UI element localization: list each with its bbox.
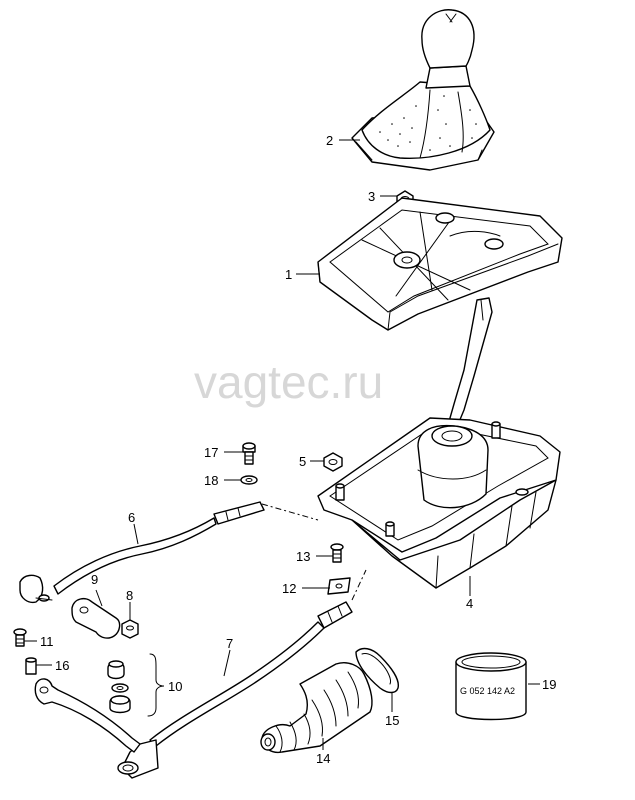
label-19: 19: [542, 677, 556, 692]
lever-arm: [34, 678, 141, 753]
bellows-boot-14: [260, 662, 373, 754]
o-ring-15: [355, 647, 399, 694]
label-8: 8: [126, 588, 133, 603]
label-2: 2: [326, 133, 333, 148]
label-14: 14: [316, 751, 330, 766]
bushing-set-10: [107, 653, 165, 717]
label-18: 18: [204, 473, 218, 488]
bolt-13: [330, 543, 344, 563]
label-11: 11: [40, 634, 54, 649]
label-13: 13: [296, 549, 310, 564]
selector-cable-6: [19, 501, 319, 604]
label-16: 16: [55, 658, 69, 673]
label-6: 6: [128, 510, 135, 525]
leader-lines: [24, 139, 540, 750]
nut-8: [121, 619, 139, 639]
bolt-11: [13, 628, 27, 647]
label-10: 10: [168, 679, 182, 694]
label-4: 4: [466, 596, 473, 611]
grease-stamp: G 052 142 A2: [460, 686, 515, 696]
washer-18: [240, 475, 258, 485]
gear-shift-housing: [317, 297, 561, 589]
gear-cable-7: [117, 569, 367, 779]
bolt-17: [242, 442, 256, 465]
label-17: 17: [204, 445, 218, 460]
clip-12: [327, 577, 351, 595]
part-labels: 2 3 1 5 17 18 6 13 12 4 8 9 7 11 16 10 1…: [40, 133, 556, 766]
cover-plate: [317, 197, 563, 331]
label-1: 1: [285, 267, 292, 282]
label-3: 3: [368, 189, 375, 204]
label-5: 5: [299, 454, 306, 469]
gear-knob-with-boot: [351, 9, 495, 171]
watermark: vagtec.ru: [194, 356, 383, 408]
label-12: 12: [282, 581, 296, 596]
label-15: 15: [385, 713, 399, 728]
sleeve-16: [25, 657, 37, 675]
grease-tube-19: G 052 142 A2: [455, 652, 527, 721]
label-7: 7: [226, 636, 233, 651]
nut-5: [323, 452, 343, 472]
bracket-9: [71, 597, 121, 639]
label-9: 9: [91, 572, 98, 587]
